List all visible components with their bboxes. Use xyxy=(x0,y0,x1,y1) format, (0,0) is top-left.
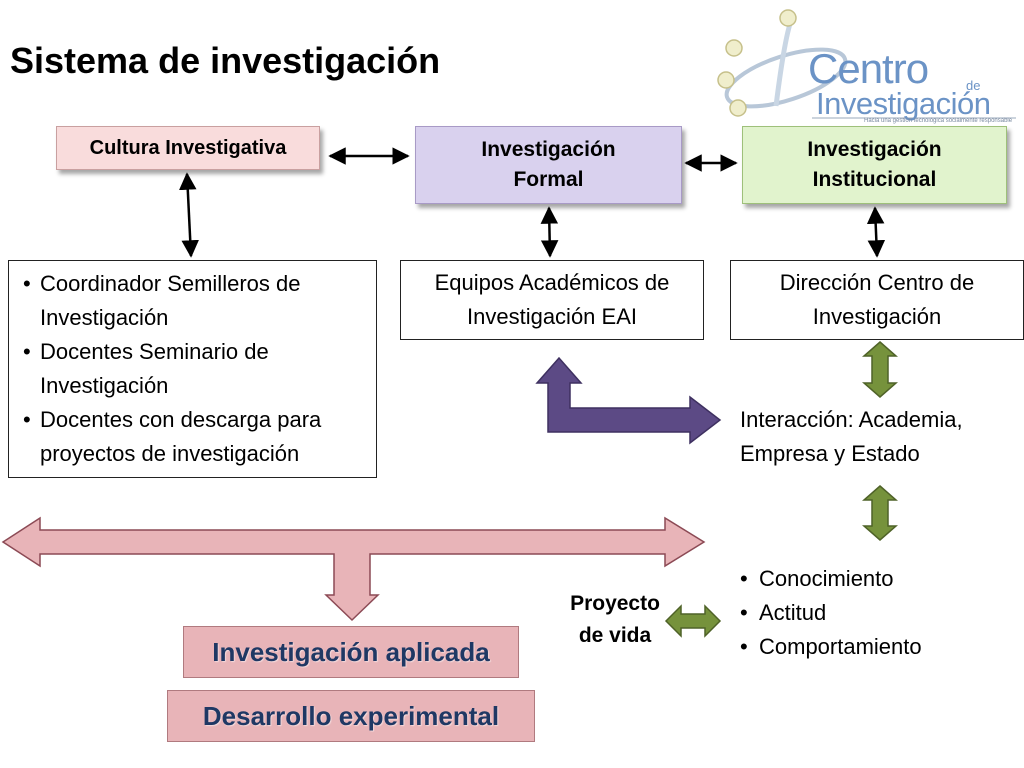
resultados-list: Conocimiento Actitud Comportamiento xyxy=(740,562,1024,664)
page-title: Sistema de investigación xyxy=(10,40,441,81)
semilleros-box: Coordinador Semilleros de Investigación … xyxy=(8,260,377,478)
logo-connector-de: de xyxy=(966,78,981,93)
proyecto-resultados-green-arrow xyxy=(664,604,722,638)
logo-orbit-graphic xyxy=(717,9,1016,119)
eai-interaccion-bent-arrow xyxy=(535,356,722,445)
investigacion-institucional-box: Investigación Institucional xyxy=(742,126,1007,204)
investigacion-aplicada-box: Investigación aplicada xyxy=(183,626,519,678)
interaccion-resultados-green-arrow xyxy=(862,485,898,541)
proyecto-de-vida-text: Proyecto de vida xyxy=(556,588,674,651)
centro-investigacion-logo: Centro de Investigación Hacia una gestió… xyxy=(716,6,1024,144)
logo-tagline: Hacia una gestión tecnológica socialment… xyxy=(864,118,1013,124)
direccion-centro-line2: Investigación xyxy=(812,304,942,329)
direccion-centro-box: Dirección Centro de Investigación xyxy=(730,260,1024,340)
investigacion-formal-line1: Investigación xyxy=(481,137,616,161)
direccion-centro-line1: Dirección Centro de xyxy=(779,269,975,295)
proyecto-line2: de vida xyxy=(578,623,652,647)
equipos-academicos-line1: Equipos Académicos de xyxy=(434,269,670,295)
list-item: Coordinador Semilleros de Investigación xyxy=(23,267,368,335)
equipos-academicos-line2: Investigación EAI xyxy=(467,304,637,329)
interaccion-text: Interacción: Academia, Empresa y Estado xyxy=(740,403,1024,471)
semilleros-list: Coordinador Semilleros de Investigación … xyxy=(23,267,368,472)
investigacion-aplicada-label: Investigación aplicada xyxy=(212,636,490,667)
institucional-direccion-connector xyxy=(866,206,886,258)
logo-line-centro: Centro xyxy=(808,45,929,92)
desarrollo-experimental-label: Desarrollo experimental xyxy=(202,700,500,731)
desarrollo-experimental-box: Desarrollo experimental xyxy=(167,690,535,742)
direccion-interaccion-green-arrow xyxy=(862,341,898,398)
investigacion-formal-box: Investigación Formal xyxy=(415,126,682,204)
interaccion-line2: Empresa y Estado xyxy=(740,441,920,467)
list-item: Docentes Seminario de Investigación xyxy=(23,335,368,403)
investigacion-formal-line2: Formal xyxy=(513,168,584,191)
list-item: Conocimiento xyxy=(740,562,1024,596)
investigacion-institucional-line1: Investigación xyxy=(807,137,942,161)
list-item: Comportamiento xyxy=(740,630,1024,664)
interaccion-line1: Interacción: Academia, xyxy=(740,407,963,432)
investigacion-institucional-line2: Institucional xyxy=(812,168,937,191)
list-item: Actitud xyxy=(740,596,1024,630)
formal-eai-connector xyxy=(540,206,559,258)
aplicacion-pink-t-arrow xyxy=(1,516,706,622)
equipos-academicos-box: Equipos Académicos de Investigación EAI xyxy=(400,260,704,340)
logo-line-investigacion: Investigación xyxy=(816,86,991,121)
cultura-semilleros-connector xyxy=(179,172,199,258)
list-item: Docentes con descarga para proyectos de … xyxy=(23,403,368,471)
proyecto-line1: Proyecto xyxy=(570,592,660,615)
cultura-investigativa-box: Cultura Investigativa xyxy=(56,126,320,170)
cultura-investigativa-label: Cultura Investigativa xyxy=(89,136,287,159)
resultados-list-box: Conocimiento Actitud Comportamiento xyxy=(740,562,1024,664)
